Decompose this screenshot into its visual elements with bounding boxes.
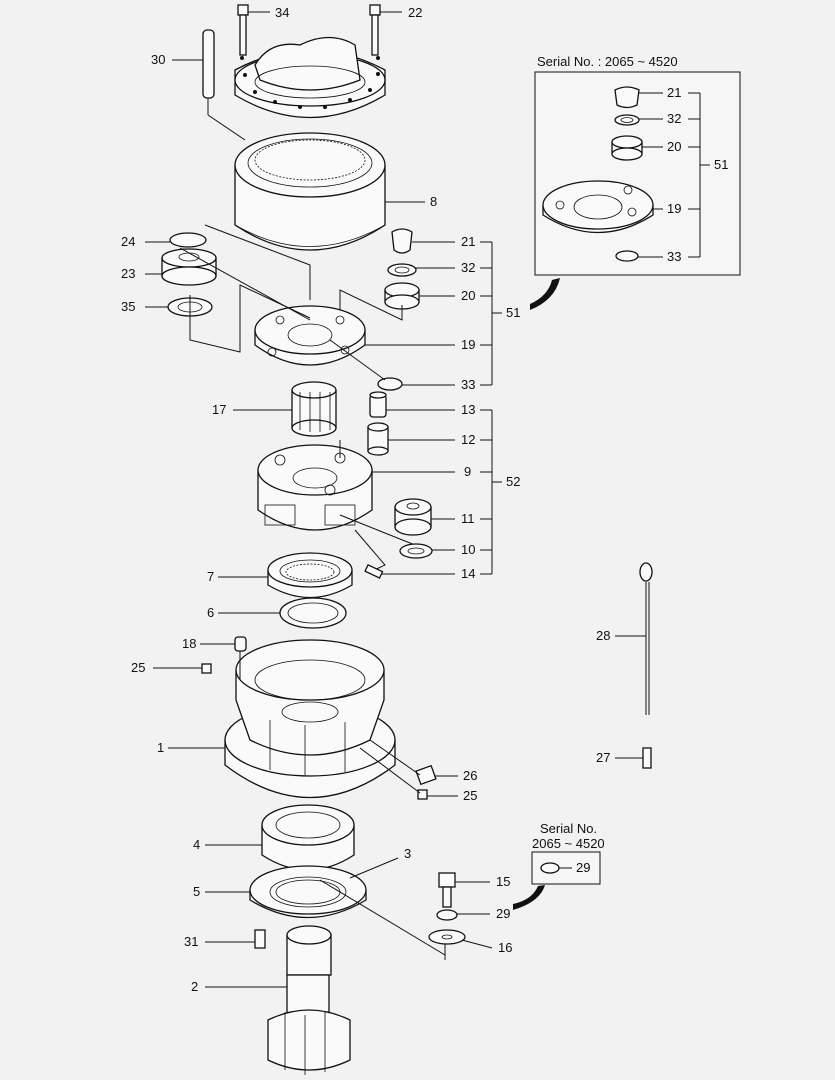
bolt-31 [254,929,266,949]
label-10: 10 [461,542,475,557]
seal-6 [279,597,347,629]
label-52: 52 [506,474,520,489]
snap-ring-24 [169,232,207,248]
leader-lines [145,11,710,988]
label-1: 1 [157,740,164,755]
gear-11 [394,498,432,536]
label-29: 29 [496,906,510,921]
label-22: 22 [408,5,422,20]
planet-gear-23 [161,248,217,286]
label-14: 14 [461,566,475,581]
label-33: 33 [461,377,475,392]
inset-label-33: 33 [667,249,681,264]
plug-25a [201,663,212,674]
inset-pointer-arrow [530,278,560,310]
pin-30 [202,29,246,141]
bearing-4 [261,804,355,871]
small-box-title-2: 2065 ~ 4520 [532,836,605,851]
snap-ring-33 [377,377,403,391]
label-18: 18 [182,636,196,651]
part-labels: 34 22 30 8 24 23 35 21 32 20 51 19 33 17… [121,5,728,994]
bearing-7 [267,552,353,599]
label-21: 21 [461,234,475,249]
bushing-12 [367,422,389,456]
label-9: 9 [464,464,471,479]
cover-5 [249,865,367,919]
inset-box [534,71,741,276]
label-51: 51 [506,305,520,320]
pin-14 [364,564,384,579]
label-6: 6 [207,605,214,620]
label-4: 4 [193,837,200,852]
label-12: 12 [461,432,475,447]
label-32: 32 [461,260,475,275]
bolt-15 [438,872,456,908]
label-5: 5 [193,884,200,899]
washer-10 [399,543,433,559]
bolt-34 [237,4,249,56]
shaft-2 [267,925,351,1075]
inset-label-19: 19 [667,201,681,216]
label-28: 28 [596,628,610,643]
label-11: 11 [461,511,475,526]
label-30: 30 [151,52,165,67]
label-35: 35 [121,299,135,314]
carrier-9 [257,444,373,531]
bolt-22 [369,4,381,56]
plug-25b [417,789,428,800]
inset-label-20: 20 [667,139,681,154]
small-box-label-29: 29 [576,860,590,875]
label-7: 7 [207,569,214,584]
label-27: 27 [596,750,610,765]
lock-washer-29 [436,909,458,921]
cap-21 [391,228,413,254]
fitting-26 [415,764,437,786]
sun-gear-17 [291,381,337,437]
label-17: 17 [212,402,226,417]
label-13: 13 [461,402,475,417]
label-26: 26 [463,768,477,783]
washer-16 [428,929,466,945]
tube-27 [642,747,652,769]
inset-title: Serial No. : 2065 ~ 4520 [537,54,678,69]
washer-32 [387,263,417,277]
pin-13 [369,391,387,418]
label-19: 19 [461,337,475,352]
housing-1 [224,639,396,799]
small-box-title-1: Serial No. [540,821,597,836]
label-34: 34 [275,5,289,20]
label-8: 8 [430,194,437,209]
label-23: 23 [121,266,135,281]
plug-18 [234,636,247,680]
inset-label-51: 51 [714,157,728,172]
top-flange [234,36,386,119]
label-24: 24 [121,234,135,249]
inset-label-32: 32 [667,111,681,126]
label-20: 20 [461,288,475,303]
small-box-pointer-arrow [513,885,545,910]
label-3: 3 [404,846,411,861]
label-15: 15 [496,874,510,889]
dipstick-28 [639,562,653,715]
label-2: 2 [191,979,198,994]
ring-gear-8 [234,132,386,251]
label-25-top: 25 [131,660,145,675]
label-31: 31 [184,934,198,949]
inset-label-21: 21 [667,85,681,100]
label-16: 16 [498,940,512,955]
label-25-bottom: 25 [463,788,477,803]
carrier-19 [254,305,366,366]
